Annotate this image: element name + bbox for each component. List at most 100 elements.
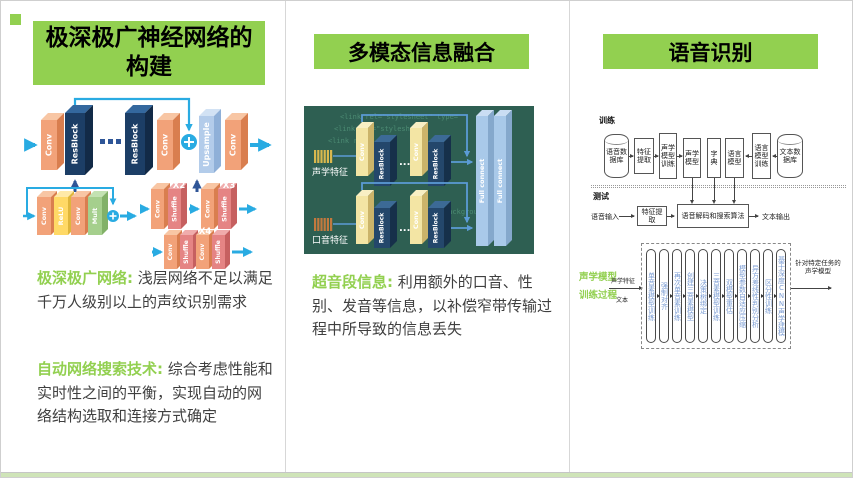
feature-extraction-box: 特征提取 <box>634 138 654 174</box>
step-arrowhead <box>760 293 764 298</box>
block-label: Shuffle <box>183 240 190 264</box>
resblock-block: ResBlock <box>428 135 451 186</box>
test-section-label: 测试 <box>593 192 609 201</box>
corner-accent-square <box>10 14 21 25</box>
block-label: Conv <box>358 142 366 161</box>
acoustic-model-box: 声学模型 <box>683 138 701 178</box>
conv-block: Conv <box>410 190 428 244</box>
shuffle-block: Shuffle <box>212 230 230 269</box>
pipeline-step: 三音素模型训练 <box>711 249 721 343</box>
multiplier-label: X4 <box>199 227 212 237</box>
col2-body: 利用额外的口音、性别、发音等信息，以补偿窄带传输过程中所导致的信息丢失 <box>312 273 553 339</box>
conv-block: Conv <box>164 230 182 269</box>
background-code-text: <link rel= <box>328 137 370 145</box>
resblock-block: ResBlock <box>428 201 451 248</box>
block-label: Conv <box>229 133 238 156</box>
resblock-block: ResBlock <box>374 201 397 248</box>
col2-keyword: 超音段信息: <box>312 273 393 291</box>
col2-fusion-diagram: <link rel="stylesheet" type= <link rel="… <box>304 106 534 254</box>
flow-arrowhead <box>679 153 683 158</box>
block-label: ResBlock <box>71 123 80 164</box>
full-connect-block: Full connect <box>476 110 494 246</box>
test-feature-extraction-box: 特征提取 <box>637 206 667 226</box>
col1-title: 极深极广神经网络的构建 <box>33 21 265 85</box>
col3-title-text: 语音识别 <box>668 40 753 65</box>
block-label: Shuffle <box>171 196 179 222</box>
feature-bars-icon <box>314 218 333 231</box>
flow-line <box>619 216 634 217</box>
block-label: Shuffle <box>215 240 222 264</box>
col2-paragraph: 超音段信息: 利用额外的口音、性别、发音等信息，以补偿窄带传输过程中所导致的信息… <box>312 271 560 342</box>
feature-bars-icon <box>314 150 333 163</box>
block-label: Full connect <box>478 159 486 203</box>
ellipsis: ... <box>399 157 410 168</box>
full-connect-block: Full connect <box>494 110 512 246</box>
col1-body-2: 综合考虑性能和实时性之间的平衡，实现自动的网络结构选取和连接方式确定 <box>37 360 273 426</box>
flow-arrowhead <box>828 285 832 290</box>
pipeline-step: 区分性训练 <box>763 249 773 343</box>
block-label: Conv <box>167 244 174 261</box>
col1-keyword-1: 极深极广网络: <box>37 269 133 287</box>
pipeline-step: 强制对齐 <box>659 249 669 343</box>
multiplier-label: X3 <box>223 181 236 191</box>
text-output-label: 文本输出 <box>762 213 790 221</box>
background-code-text: <link rel="stylesheet" <box>334 125 427 133</box>
step-arrowhead <box>773 293 777 298</box>
input-label-acoustic: 声学特征 <box>312 166 348 178</box>
column-divider-2 <box>569 1 570 474</box>
conv-block: Conv <box>410 122 428 176</box>
step-arrowhead <box>669 293 673 298</box>
block-label: ResBlock <box>379 148 386 180</box>
shuffle-block: Shuffle <box>168 183 187 229</box>
speech-input-label: 语音输入 <box>591 213 619 221</box>
flow-arrowhead <box>671 213 675 218</box>
block-label: ResBlock <box>131 123 140 164</box>
flow-arrowhead <box>744 153 749 158</box>
flow-line <box>667 216 674 217</box>
language-model-box: 语言模型 <box>725 138 744 178</box>
pipeline-step: 基于深度CNN声学建模 <box>776 249 786 343</box>
multiplier-label: X2 <box>173 181 186 191</box>
col1-paragraph-1: 极深极广网络: 浅层网络不足以满足千万人级别以上的声纹识别需求 <box>37 267 275 314</box>
block-label: Upsample <box>202 122 211 167</box>
pipeline-input-text: 文本 <box>616 297 629 304</box>
column-divider-1 <box>285 1 286 474</box>
resblock-block: ResBlock <box>65 105 93 175</box>
step-arrowhead <box>721 293 725 298</box>
flow-arrowhead <box>771 153 776 158</box>
flow-arrowhead <box>689 200 694 204</box>
text-database-cylinder: 文本数据库 <box>777 134 803 178</box>
flow-line <box>734 178 735 201</box>
background-code-text: <link rel="stylesheet" type= <box>340 113 458 121</box>
skip-connection <box>73 97 193 132</box>
pipeline-input-acoustic: 声学特征 <box>611 278 636 285</box>
flow-arrowhead <box>755 213 759 218</box>
dictionary-box: 字典 <box>707 138 721 178</box>
block-label: Conv <box>161 133 170 156</box>
mult-block: Mult <box>88 191 108 235</box>
ellipsis-dot <box>100 139 105 144</box>
ellipsis-dot <box>116 139 121 144</box>
flow-line <box>791 288 831 289</box>
block-label: Conv <box>45 133 54 156</box>
conv-block: Conv <box>157 113 180 170</box>
input-label-accent: 口音特征 <box>312 234 348 246</box>
step-arrowhead <box>734 293 738 298</box>
block-label: Conv <box>358 210 366 229</box>
step-arrowhead <box>708 293 712 298</box>
decoder-box: 语音解码和搜索算法 <box>677 204 749 228</box>
step-arrowhead <box>747 293 751 298</box>
step-arrowhead <box>656 293 660 298</box>
col2-title-text: 多模态信息融合 <box>348 40 495 65</box>
block-label: Conv <box>154 199 162 218</box>
col1-keyword-2: 自动网络搜索技术: <box>37 360 163 378</box>
step-arrowhead <box>695 293 699 298</box>
block-label: Shuffle <box>221 196 229 222</box>
col3-asr-flowchart: 训练 语音数据库 特征提取 声学模型训练 声学模型 字典 语言模型 语言模型训练… <box>571 111 852 366</box>
conv-block: Conv <box>151 183 170 229</box>
block-label: Conv <box>412 142 420 161</box>
skip-connection <box>361 182 471 224</box>
pipeline-step: 决策树绑定 <box>698 249 708 343</box>
flow-line <box>714 178 715 201</box>
footer-accent-bar <box>1 472 852 477</box>
